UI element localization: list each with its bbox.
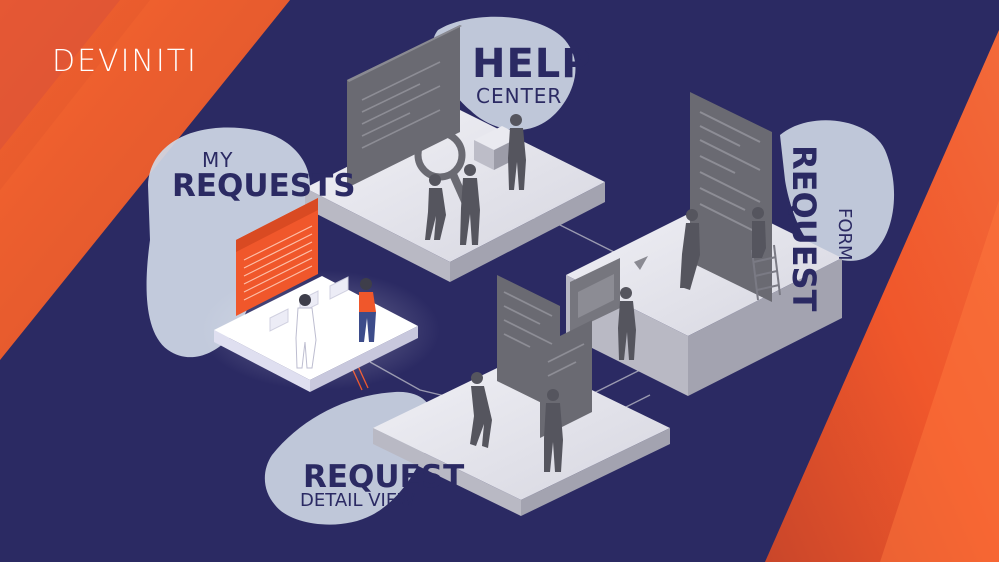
platform-help-center	[305, 25, 605, 282]
request-detail-title: REQUEST	[303, 459, 465, 495]
help-center-title: HELP	[472, 41, 592, 87]
platform-request-detail	[373, 275, 670, 516]
platform-request-form	[566, 92, 842, 396]
request-form-title: REQUEST	[785, 145, 823, 312]
request-detail-subtitle: DETAIL VIEW	[300, 490, 415, 511]
orange-band-left	[0, 0, 290, 360]
help-center-subtitle: CENTER	[476, 84, 563, 108]
deviniti-logo: DEVINITI	[52, 44, 198, 79]
request-form-subtitle: FORM	[834, 208, 855, 261]
my-requests-title: REQUESTS	[172, 168, 356, 204]
platform-my-requests	[200, 198, 440, 392]
my-requests-subtitle: MY	[202, 148, 234, 172]
orange-band-right	[765, 30, 999, 562]
